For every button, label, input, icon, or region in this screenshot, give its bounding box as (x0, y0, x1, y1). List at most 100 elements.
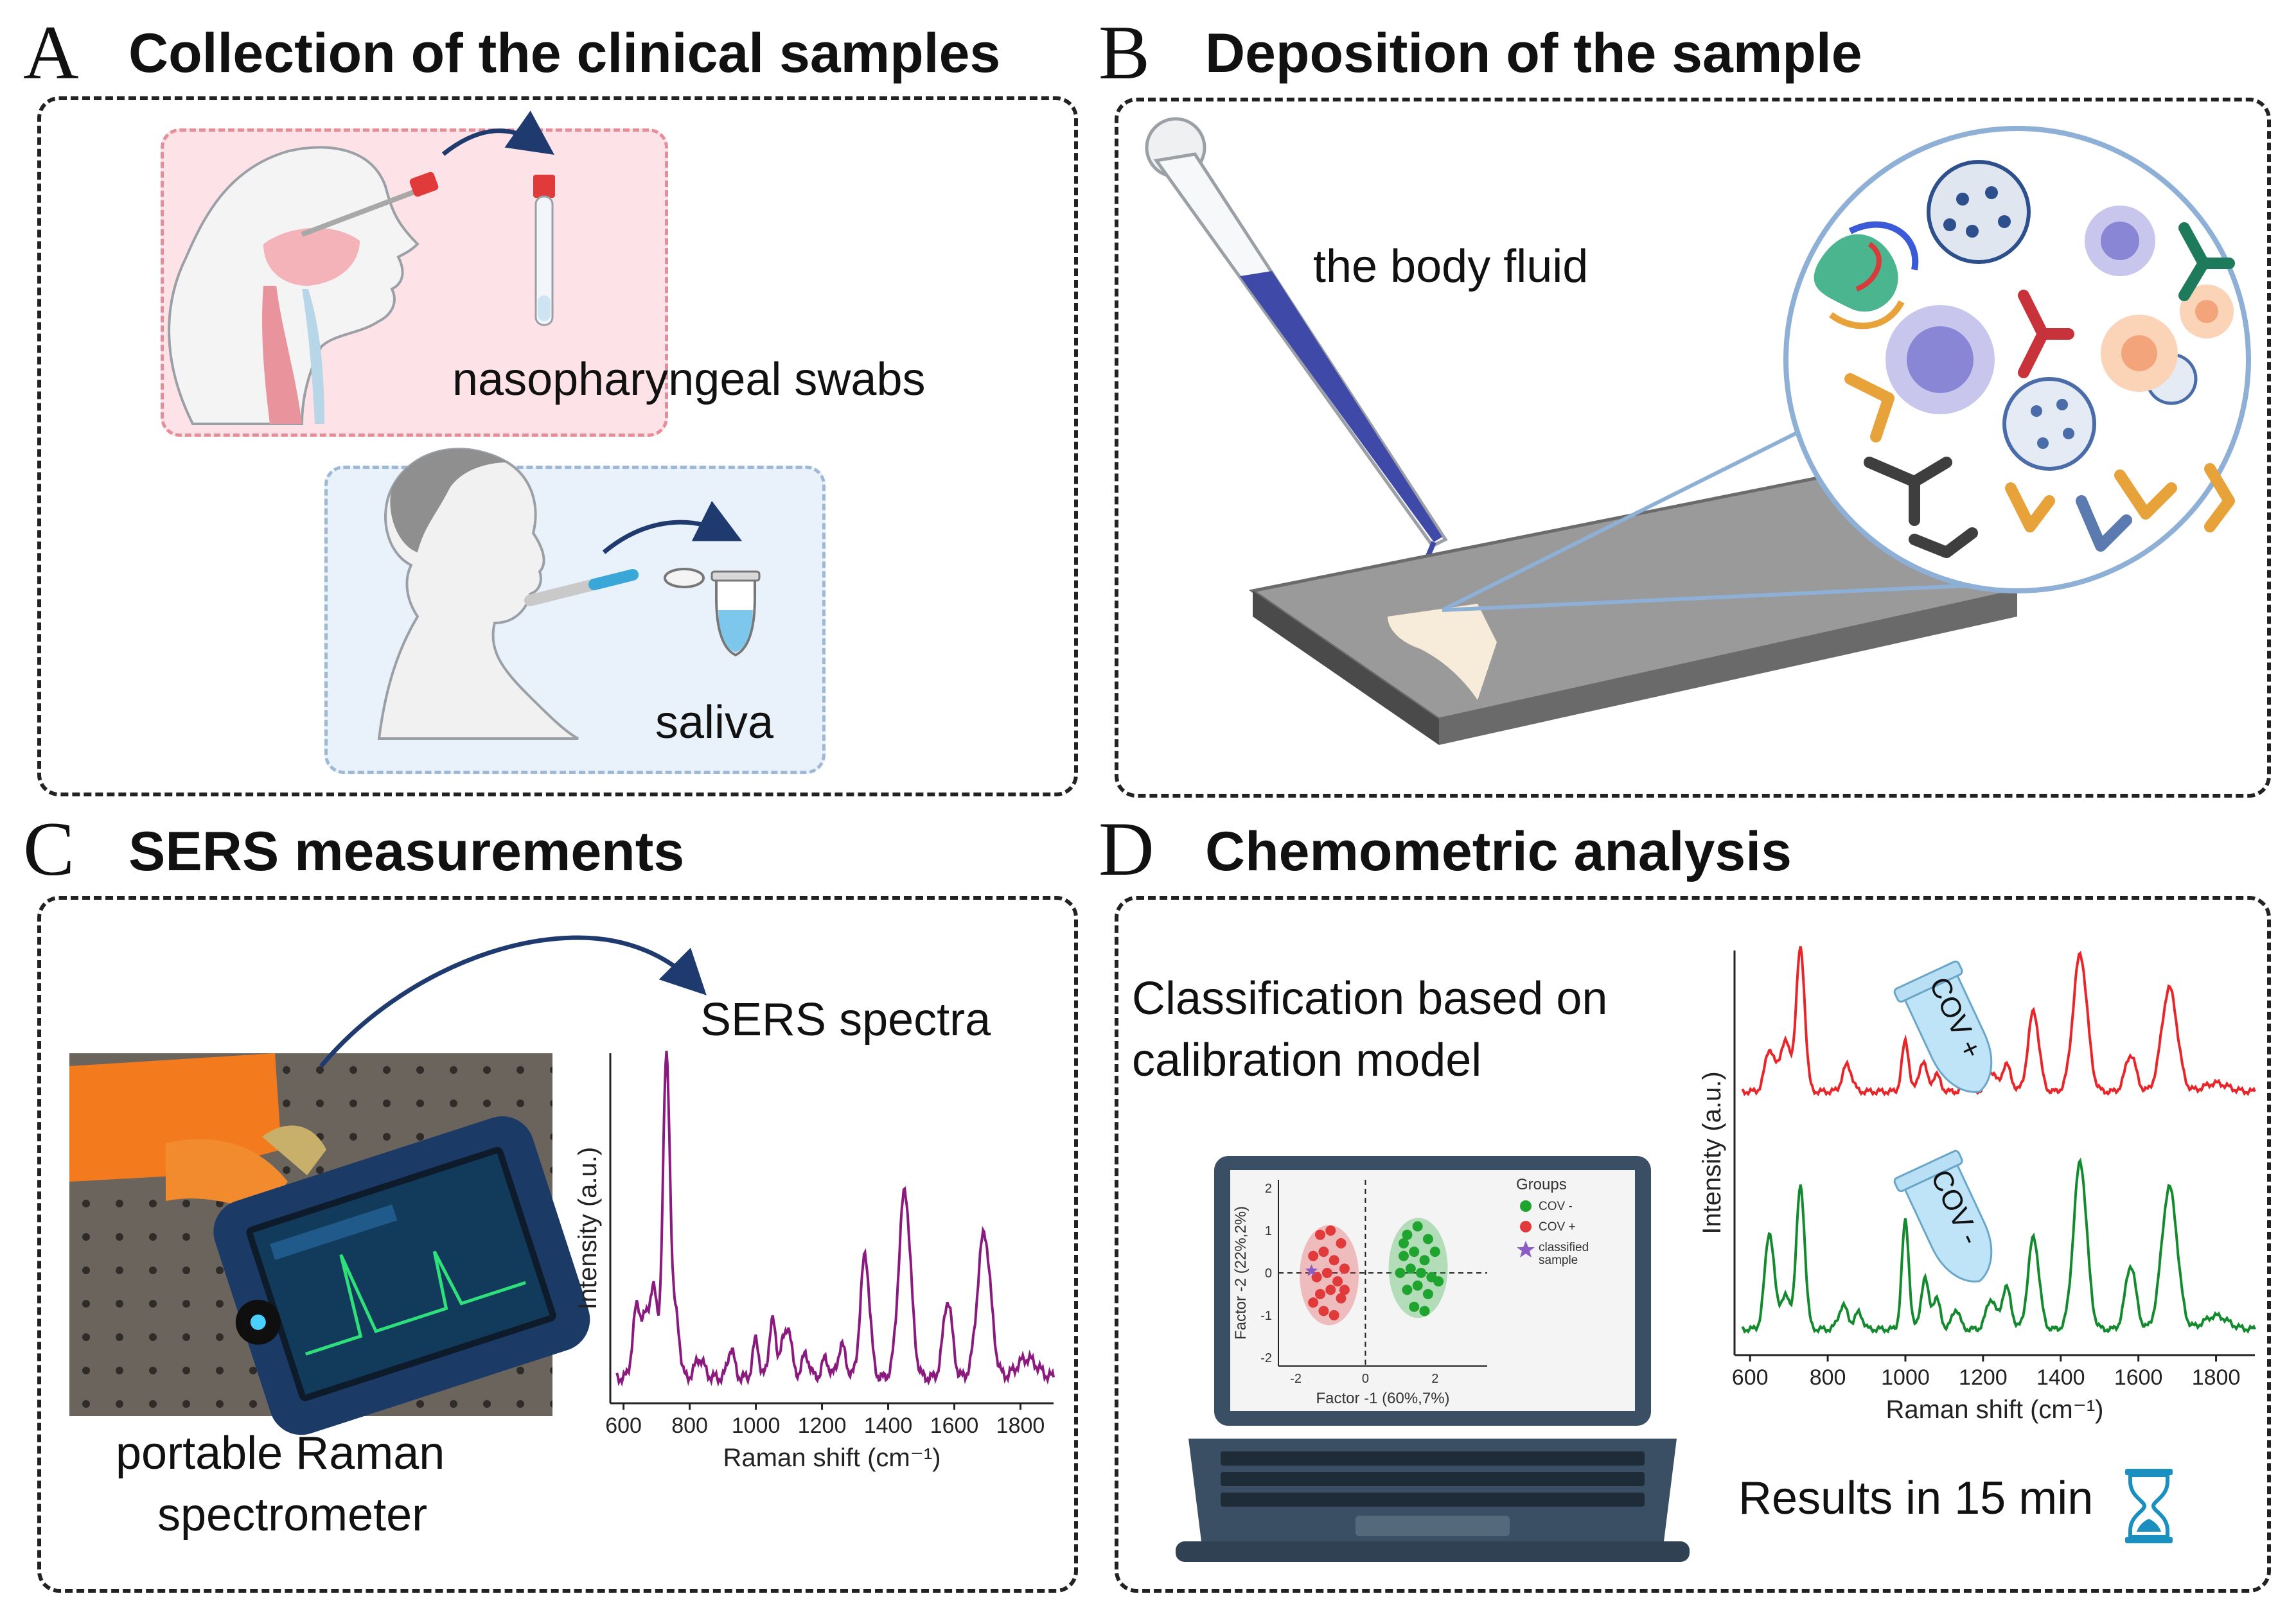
scatter-point (1409, 1301, 1420, 1312)
panel-c-box (37, 896, 1078, 1593)
scatter-y-tick-label: -1 (1260, 1309, 1272, 1323)
probe-holder-icon (262, 1125, 326, 1175)
panel-a-title: Collection of the clinical samples (128, 22, 1001, 84)
group-ellipse-0 (1388, 1218, 1448, 1319)
scatter-point (1429, 1247, 1440, 1257)
scatter-x-tick-label: 2 (1431, 1372, 1438, 1386)
x-tick-label: 1600 (2114, 1365, 2163, 1390)
panel-b-letter: B (1099, 10, 1151, 95)
spectrum-series-1 (1741, 1157, 2256, 1335)
scatter-point (1416, 1268, 1427, 1278)
x-tick-label: 1000 (732, 1414, 781, 1438)
pipette-icon (1145, 117, 1448, 570)
scatter-point (1321, 1268, 1332, 1278)
scatter-point (1412, 1280, 1423, 1291)
sers-spectra-label: SERS spectra (700, 994, 991, 1046)
hourglass-icon (2125, 1469, 2173, 1543)
classification-label-line2: calibration model (1132, 1035, 1482, 1086)
scatter-point (1402, 1229, 1413, 1240)
x-axis-label: Raman shift (cm⁻¹) (1886, 1396, 2104, 1424)
scatter-point (1422, 1234, 1433, 1245)
scatter-point (1308, 1297, 1319, 1308)
x-tick-label: 1800 (2192, 1365, 2241, 1390)
scatter-point (1325, 1225, 1336, 1236)
scatter-legend-title: Groups (1516, 1176, 1567, 1193)
legend-label-0: COV - (1539, 1200, 1573, 1213)
scatter-y-label: Factor -2 (22%,2%) (1232, 1206, 1250, 1340)
panel-d-box (1115, 896, 2271, 1593)
scatter-point (1339, 1284, 1350, 1295)
cell-icon (1885, 206, 2234, 414)
virus-icon (1927, 160, 2031, 264)
scatter-point (1315, 1288, 1325, 1299)
panel-c-letter: C (23, 806, 75, 891)
tube-cov-neg-icon: COV - (1893, 1150, 1993, 1283)
swab-tube-icon (533, 175, 555, 326)
panel-c-arrow (319, 935, 707, 1068)
x-tick-label: 1200 (798, 1414, 847, 1438)
scatter-point (1336, 1238, 1347, 1248)
glass-slide-icon (1248, 473, 2022, 745)
x-tick-label: 1800 (996, 1414, 1045, 1438)
eppendorf-tube-icon (664, 568, 761, 657)
results-label: Results in 15 min (1738, 1473, 2094, 1524)
raman-device-photo (69, 1053, 590, 1435)
panel-c-title: SERS measurements (128, 821, 685, 882)
zoom-line-top (1441, 422, 1816, 612)
laptop-icon (1176, 1156, 1690, 1562)
swab-stick-icon (301, 187, 422, 237)
scatter-point (1402, 1284, 1413, 1295)
scatter-point (1332, 1276, 1343, 1287)
panel-d-title: Chemometric analysis (1205, 821, 1792, 882)
x-axis-label: Raman shift (cm⁻¹) (723, 1444, 941, 1472)
x-tick-label: 1600 (930, 1414, 979, 1438)
person-profile-icon (377, 448, 579, 740)
scatter-point (1412, 1221, 1423, 1232)
scatter-x-label: Factor -1 (60%,7%) (1316, 1390, 1449, 1407)
device-label-line2: spectrometer (157, 1489, 428, 1541)
scatter-x-tick-label: -2 (1290, 1372, 1302, 1386)
scatter-point (1325, 1284, 1336, 1295)
scatter-y-tick-label: 2 (1265, 1182, 1272, 1196)
scatter-point (1405, 1263, 1416, 1274)
handheld-spectrometer-icon (213, 1116, 590, 1435)
scatter-point (1336, 1293, 1347, 1304)
swab-cap-icon (409, 171, 439, 197)
scatter-point (1318, 1306, 1329, 1317)
scatter-point (1419, 1255, 1430, 1266)
scatter-y-tick-label: -2 (1260, 1351, 1272, 1365)
saliva-label: saliva (655, 697, 774, 748)
saliva-arrow-icon (602, 500, 743, 554)
device-label-line1: portable Raman (116, 1428, 445, 1479)
scatter-point (1339, 1263, 1350, 1274)
scatter-point (1329, 1255, 1339, 1266)
x-tick-label: 1400 (2036, 1365, 2085, 1390)
swab-arrow-icon (441, 110, 554, 156)
y-axis-label: Intensity (a.u.) (1698, 1071, 1726, 1234)
zoom-circle-icon (1783, 126, 2251, 593)
x-tick-label: 600 (605, 1414, 642, 1438)
panel-a-letter: A (23, 10, 79, 95)
legend-marker-1 (1520, 1221, 1532, 1232)
panel-d-letter: D (1099, 806, 1154, 891)
measurement-arrow-icon (319, 935, 707, 1068)
scatter-y-tick-label: 0 (1265, 1266, 1272, 1281)
legend-label-1: COV + (1539, 1220, 1576, 1234)
scatter-y-tick-label: 1 (1265, 1224, 1272, 1238)
legend-marker-0 (1520, 1200, 1532, 1212)
scatter-point (1308, 1250, 1319, 1261)
tube-cov-pos-icon: COV + (1893, 960, 1993, 1093)
scatter-point (1315, 1229, 1325, 1240)
y-axis-label: Intensity (a.u.) (574, 1147, 602, 1310)
scatter-point (1395, 1268, 1406, 1278)
body-fluid-label: the body fluid (1313, 241, 1589, 292)
antibody-icon (1844, 222, 2235, 558)
legend-marker-classified (1517, 1241, 1535, 1257)
swabs-label: nasopharyngeal swabs (452, 354, 926, 405)
panel-b-box (1115, 98, 2271, 798)
protein-icon (1814, 221, 1919, 329)
